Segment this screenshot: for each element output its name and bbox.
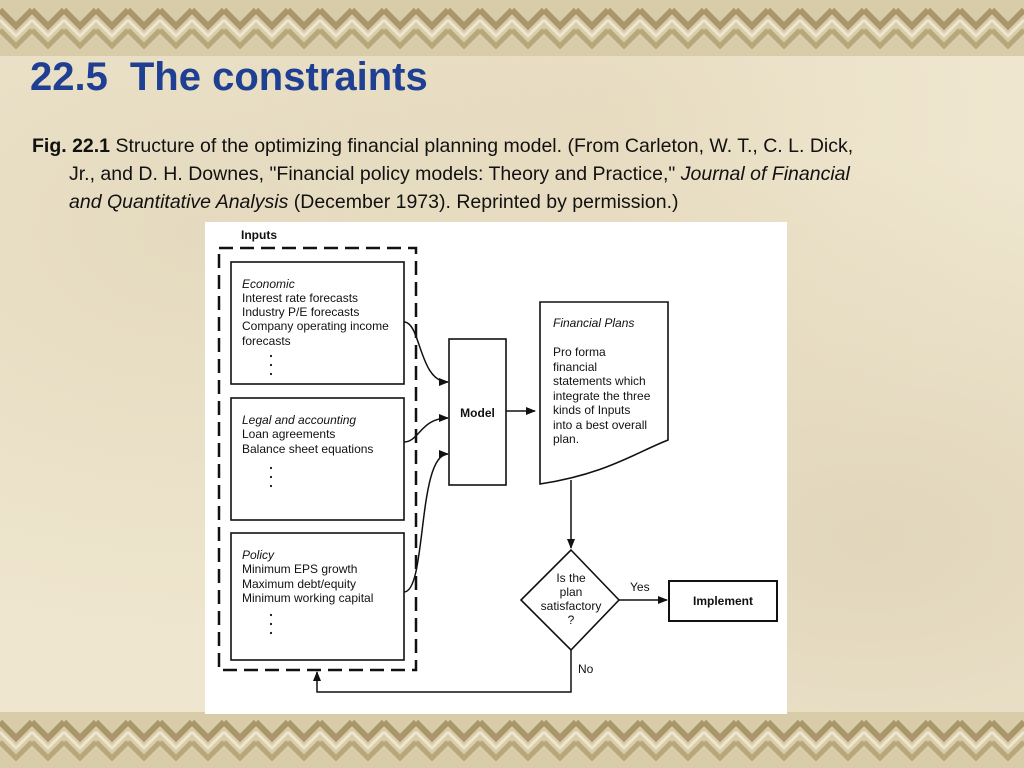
decision-line: ? bbox=[568, 613, 575, 627]
implement-box bbox=[668, 580, 778, 622]
caption-text-2: Jr., and D. H. Downes, "Financial policy… bbox=[69, 163, 681, 185]
financial-plans-line: financial bbox=[553, 360, 597, 374]
economic-line: Company operating income bbox=[242, 319, 389, 333]
economic-ellipsis-dots bbox=[269, 354, 273, 376]
slide-title: 22.5 The constraints bbox=[30, 55, 428, 100]
policy-line: Maximum debt/equity bbox=[242, 577, 356, 591]
decision-line: Is the bbox=[556, 571, 586, 585]
legal-heading: Legal and accounting bbox=[242, 413, 356, 427]
financial-plans-line: Pro forma bbox=[553, 345, 606, 359]
inputs-label: Inputs bbox=[241, 228, 277, 242]
caption-text-1: Structure of the optimizing financial pl… bbox=[115, 135, 854, 157]
arrow-no-back-to-inputs bbox=[313, 650, 572, 693]
legal-ellipsis-dots bbox=[269, 466, 273, 488]
journal-title-part-2: and Quantitative Analysis bbox=[69, 191, 289, 213]
financial-plans-line: plan. bbox=[553, 432, 579, 446]
financial-plans-line: into a best overall bbox=[553, 418, 647, 432]
economic-line: Industry P/E forecasts bbox=[242, 305, 359, 319]
economic-line: forecasts bbox=[242, 334, 291, 348]
arrow-legal-to-model bbox=[403, 414, 449, 443]
figure-caption: Fig. 22.1 Structure of the optimizing fi… bbox=[32, 132, 994, 216]
flowchart-svg: Inputs Economic Interest rate forecasts … bbox=[217, 228, 778, 693]
financial-plans-heading: Financial Plans bbox=[553, 316, 634, 330]
economic-inputs-box bbox=[230, 261, 405, 385]
policy-heading: Policy bbox=[242, 548, 275, 562]
figure-label: Fig. 22.1 bbox=[32, 135, 111, 157]
financial-plans-document bbox=[539, 301, 669, 485]
caption-line-3: and Quantitative Analysis (December 1973… bbox=[32, 188, 994, 216]
slide-title-text: The constraints bbox=[129, 55, 428, 99]
legal-line: Balance sheet equations bbox=[242, 442, 373, 456]
decision-line: satisfactory bbox=[541, 599, 602, 613]
flowchart-figure: Inputs Economic Interest rate forecasts … bbox=[205, 222, 787, 714]
economic-heading: Economic bbox=[242, 277, 295, 291]
legal-accounting-inputs-box bbox=[230, 397, 405, 521]
financial-plans-line: integrate the three bbox=[553, 389, 651, 403]
journal-title-part-1: Journal of Financial bbox=[680, 163, 850, 185]
inputs-dashed-frame bbox=[217, 246, 418, 672]
model-label: Model bbox=[460, 406, 495, 420]
implement-label: Implement bbox=[693, 594, 753, 608]
policy-line: Minimum working capital bbox=[242, 591, 373, 605]
arrow-economic-to-model bbox=[403, 321, 449, 386]
policy-line: Minimum EPS growth bbox=[242, 562, 357, 576]
financial-plans-line: kinds of Inputs bbox=[553, 403, 630, 417]
top-decorative-border bbox=[0, 0, 1024, 56]
caption-line-2: Jr., and D. H. Downes, "Financial policy… bbox=[32, 160, 994, 188]
caption-text-3: (December 1973). Reprinted by permission… bbox=[288, 191, 679, 213]
legal-line: Loan agreements bbox=[242, 427, 335, 441]
model-box bbox=[448, 338, 507, 486]
policy-ellipsis-dots bbox=[269, 613, 273, 635]
financial-plans-line: statements which bbox=[553, 374, 646, 388]
slide-section-number: 22.5 bbox=[30, 55, 108, 99]
yes-label: Yes bbox=[630, 580, 650, 594]
caption-line-1: Fig. 22.1 Structure of the optimizing fi… bbox=[32, 132, 994, 160]
no-label: No bbox=[578, 662, 594, 676]
bottom-decorative-border bbox=[0, 712, 1024, 768]
arrow-policy-to-model bbox=[403, 450, 449, 593]
policy-inputs-box bbox=[230, 532, 405, 661]
economic-line: Interest rate forecasts bbox=[242, 291, 358, 305]
decision-line: plan bbox=[560, 585, 583, 599]
